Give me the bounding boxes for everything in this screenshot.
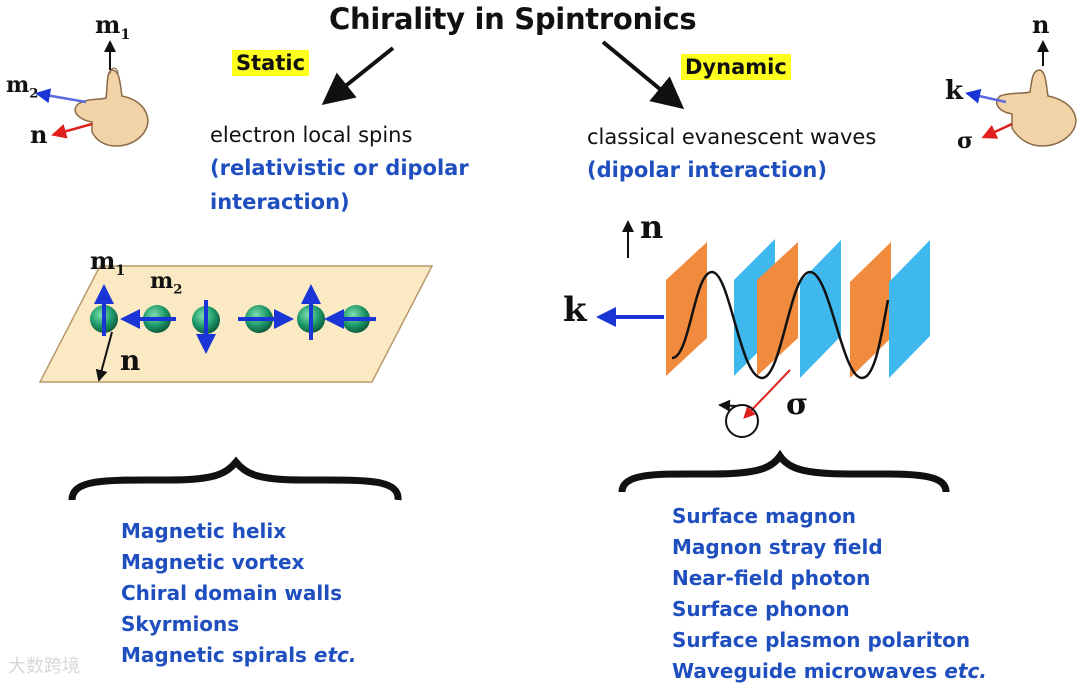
left-brace — [68, 456, 402, 501]
right-hand-icon — [965, 40, 1077, 147]
right-hand-up-label: n — [1032, 10, 1050, 39]
list-item-text: Magnetic spirals — [121, 643, 307, 667]
list-item: Waveguide microwaves etc. — [672, 656, 987, 687]
evanescent-wave — [671, 270, 890, 380]
arrow-to-static — [321, 46, 395, 105]
lattice-m2-label: m2 — [150, 268, 183, 298]
left-hand-icon — [35, 40, 149, 147]
list-item: Magnon stray field — [672, 535, 883, 559]
list-item-text: Waveguide microwaves — [672, 659, 938, 683]
n-arrow-static — [95, 331, 113, 382]
list-item: Magnetic helix — [121, 519, 287, 543]
lattice-m1-label: m1 — [90, 246, 126, 279]
dynamic-examples-list: Surface magnon Magnon stray field Near-f… — [672, 501, 987, 687]
list-item: Surface plasmon polariton — [672, 628, 971, 652]
right-hand-down-label: σ — [957, 128, 974, 154]
list-item-suffix: etc. — [313, 643, 357, 667]
lattice-n-label: n — [120, 344, 141, 377]
static-tag: Static — [232, 50, 310, 76]
list-item: Chiral domain walls — [121, 581, 342, 605]
page-title: Chirality in Spintronics — [329, 2, 697, 36]
rotation-arrow — [718, 399, 737, 412]
list-item: Magnetic vortex — [121, 550, 305, 574]
list-item: Magnetic spirals etc. — [121, 640, 357, 671]
right-brace — [618, 449, 950, 493]
list-item-suffix: etc. — [944, 659, 987, 683]
spin-plane — [38, 265, 434, 383]
list-item: Surface phonon — [672, 597, 850, 621]
list-item: Surface magnon — [672, 504, 856, 528]
left-hand-down-label: n — [30, 120, 48, 149]
list-item: Skyrmions — [121, 612, 240, 636]
wave-n-label: n — [640, 208, 664, 246]
wave-plates — [666, 239, 930, 378]
left-hand-up-label: m1 — [95, 10, 131, 43]
dynamic-tag: Dynamic — [681, 54, 791, 80]
dynamic-note: (dipolar interaction) — [587, 158, 827, 182]
rotation-circle — [725, 404, 759, 438]
wave-sigma-label: σ — [786, 387, 809, 422]
list-item: Near-field photon — [672, 566, 871, 590]
spin-chain — [90, 284, 376, 354]
left-hand-left-label: m2 — [6, 72, 39, 102]
static-examples-list: Magnetic helix Magnetic vortex Chiral do… — [121, 516, 357, 671]
arrow-to-dynamic — [601, 40, 685, 110]
static-note-line1: (relativistic or dipolar — [210, 156, 469, 180]
watermark: 大数跨境 — [8, 656, 80, 677]
static-heading: electron local spins — [210, 123, 413, 147]
wave-k-label: k — [563, 290, 587, 330]
static-note-line2: interaction) — [210, 190, 350, 214]
dynamic-heading: classical evanescent waves — [587, 125, 877, 149]
right-hand-left-label: k — [945, 76, 964, 106]
